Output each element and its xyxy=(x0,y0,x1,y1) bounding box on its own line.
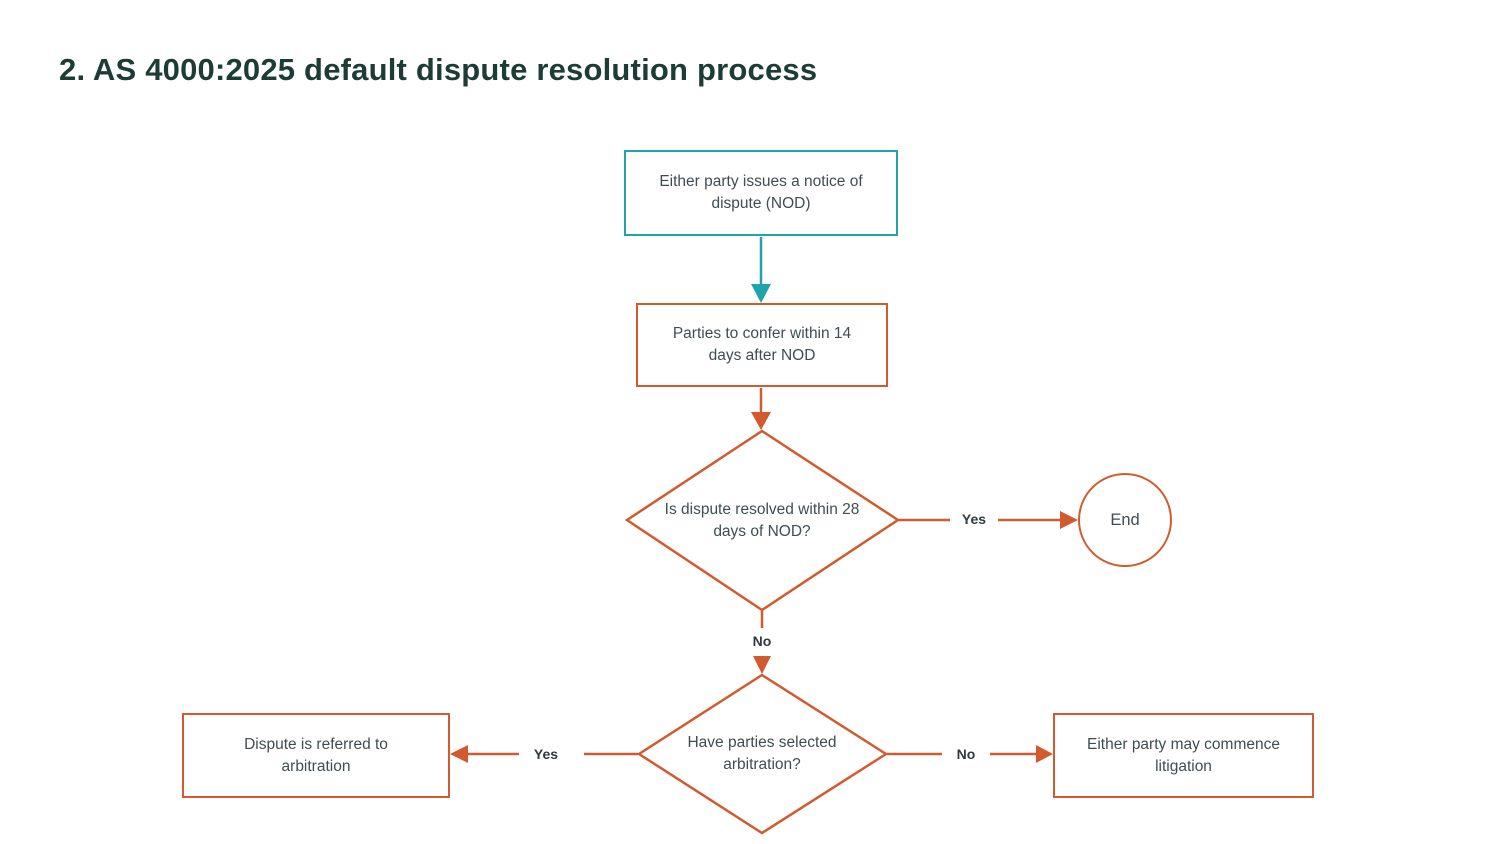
node-notice-of-dispute-label: Either party issues a notice of dispute … xyxy=(659,173,863,212)
decision-resolved: Is dispute resolved within 28 days of NO… xyxy=(656,481,868,561)
edge-label-arbitration-yes: Yes xyxy=(522,743,570,765)
node-arbitration: Dispute is referred to arbitration xyxy=(182,713,450,798)
node-notice-of-dispute: Either party issues a notice of dispute … xyxy=(624,150,898,236)
arrowhead-down-icon xyxy=(751,284,771,303)
decision-arbitration-label: Have parties selected arbitration? xyxy=(687,734,837,773)
decision-resolved-label: Is dispute resolved within 28 days of NO… xyxy=(664,501,860,540)
node-litigation-label: Either party may commence litigation xyxy=(1087,735,1280,775)
node-end-label: End xyxy=(1110,510,1140,529)
edge-label-resolved-yes: Yes xyxy=(950,508,998,530)
page-title: 2. AS 4000:2025 default dispute resoluti… xyxy=(59,52,818,87)
node-arbitration-label: Dispute is referred to arbitration xyxy=(244,735,388,775)
node-confer-label: Parties to confer within 14 days after N… xyxy=(672,325,852,364)
arrowhead-down-icon xyxy=(753,656,771,674)
node-confer: Parties to confer within 14 days after N… xyxy=(636,303,888,387)
arrowhead-down-icon xyxy=(751,412,771,430)
arrowhead-right-icon xyxy=(1060,511,1078,529)
arrowhead-right-icon xyxy=(1036,745,1053,763)
node-end: End xyxy=(1078,473,1172,567)
arrowhead-left-icon xyxy=(450,745,468,763)
decision-arbitration: Have parties selected arbitration? xyxy=(667,714,857,794)
edge-label-arbitration-no: No xyxy=(942,743,990,765)
edge-label-resolved-no: No xyxy=(738,630,786,652)
node-litigation: Either party may commence litigation xyxy=(1053,713,1314,798)
